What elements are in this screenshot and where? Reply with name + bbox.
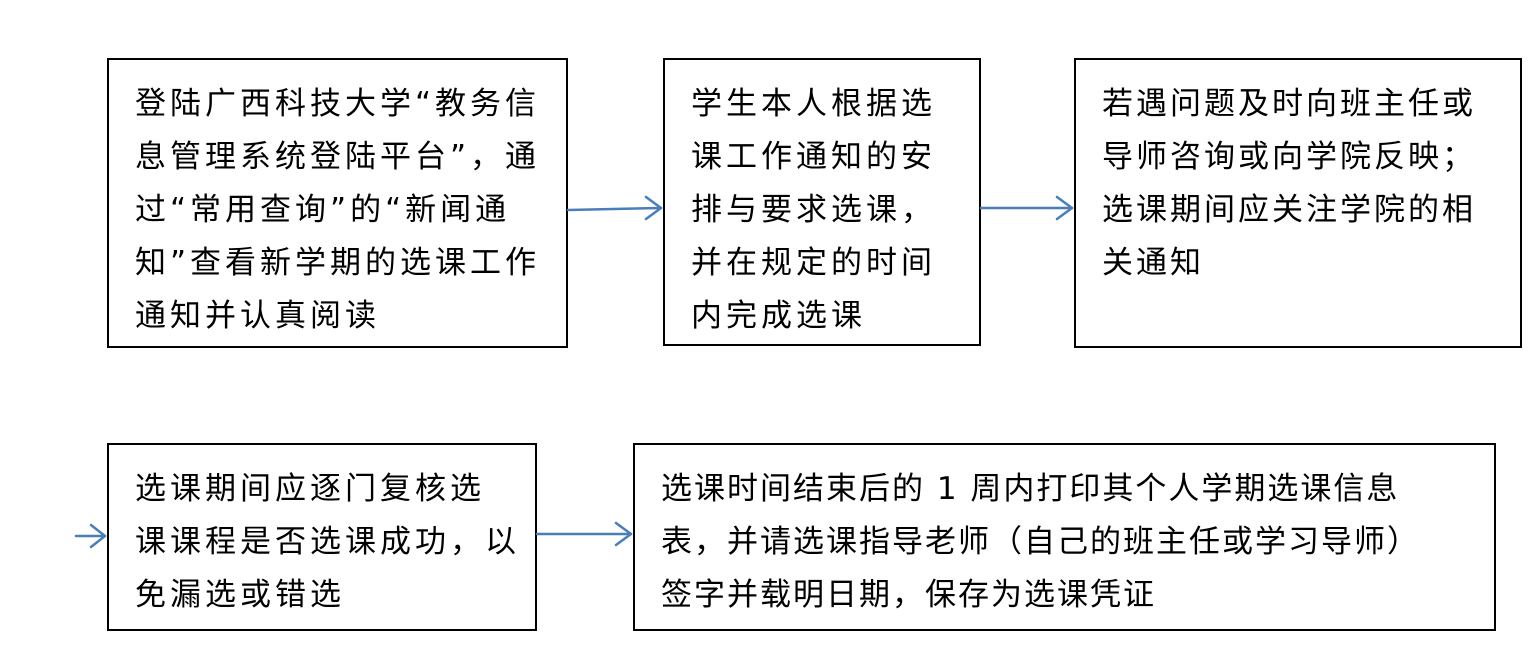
step-3-box: 若遇问题及时向班主任或 导师咨询或向学院反映； 选课期间应关注学院的相 关通知 <box>1074 58 1522 348</box>
step-1-box: 登陆广西科技大学“教务信 息管理系统登陆平台”，通 过“常用查询”的“新闻通 知… <box>107 58 568 348</box>
step-4-box: 选课期间应逐门复核选 课课程是否选课成功，以 免漏选或错选 <box>107 443 537 631</box>
step-2-box: 学生本人根据选 课工作通知的安 排与要求选课， 并在规定的时间 内完成选课 <box>663 58 981 346</box>
arrow-step1-to-step2 <box>566 195 663 221</box>
arrow-step4-to-step5 <box>535 521 633 547</box>
arrow-into-step4 <box>74 523 107 549</box>
step-5-box: 选课时间结束后的 1 周内打印其个人学期选课信息 表，并请选课指导老师（自己的班… <box>633 443 1496 631</box>
arrow-step2-to-step3 <box>979 195 1074 221</box>
